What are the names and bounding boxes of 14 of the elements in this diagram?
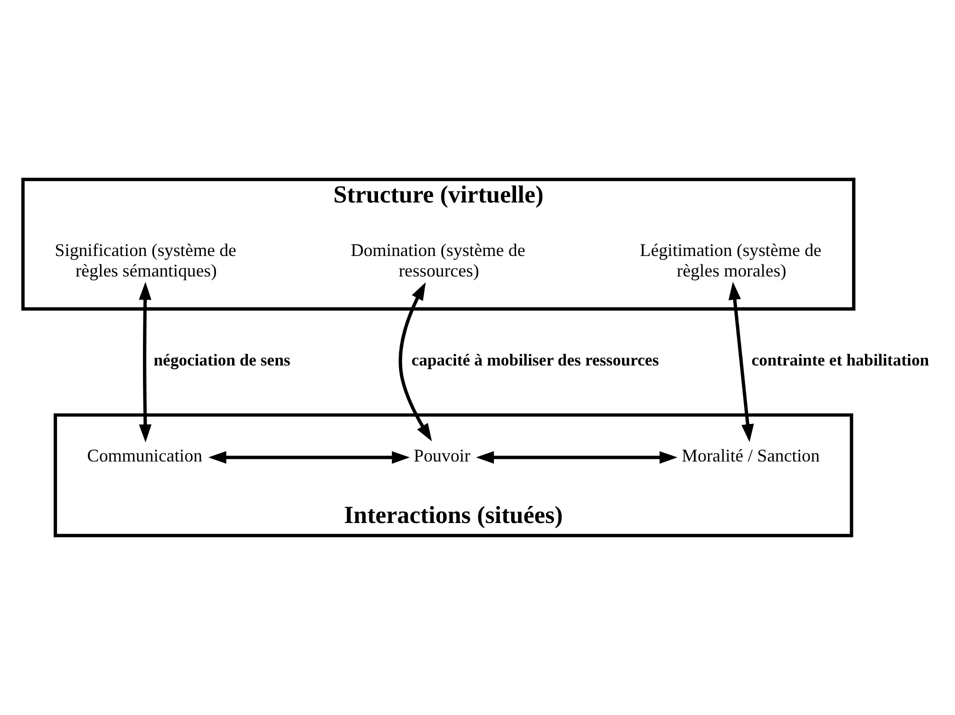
arrow — [728, 282, 754, 442]
node-text: Moralité / Sanction — [681, 446, 820, 466]
node-text: Légitimation (système de règles morales) — [639, 240, 821, 280]
edge-label: contrainte et habilitation — [751, 350, 929, 370]
node-text: Pouvoir — [413, 446, 470, 466]
arrow — [475, 451, 678, 464]
arrow — [398, 282, 432, 442]
arrow — [208, 451, 410, 464]
edge-label: capacité à mobiliser des ressources — [411, 350, 658, 370]
arrow — [138, 282, 151, 442]
node-text: Communication — [86, 446, 202, 466]
edge-label: négociation de sens — [153, 350, 290, 370]
node-text: Signification (système de règles sémantiques) — [54, 240, 236, 280]
node-text: Domination (système de ressources) — [350, 240, 525, 280]
